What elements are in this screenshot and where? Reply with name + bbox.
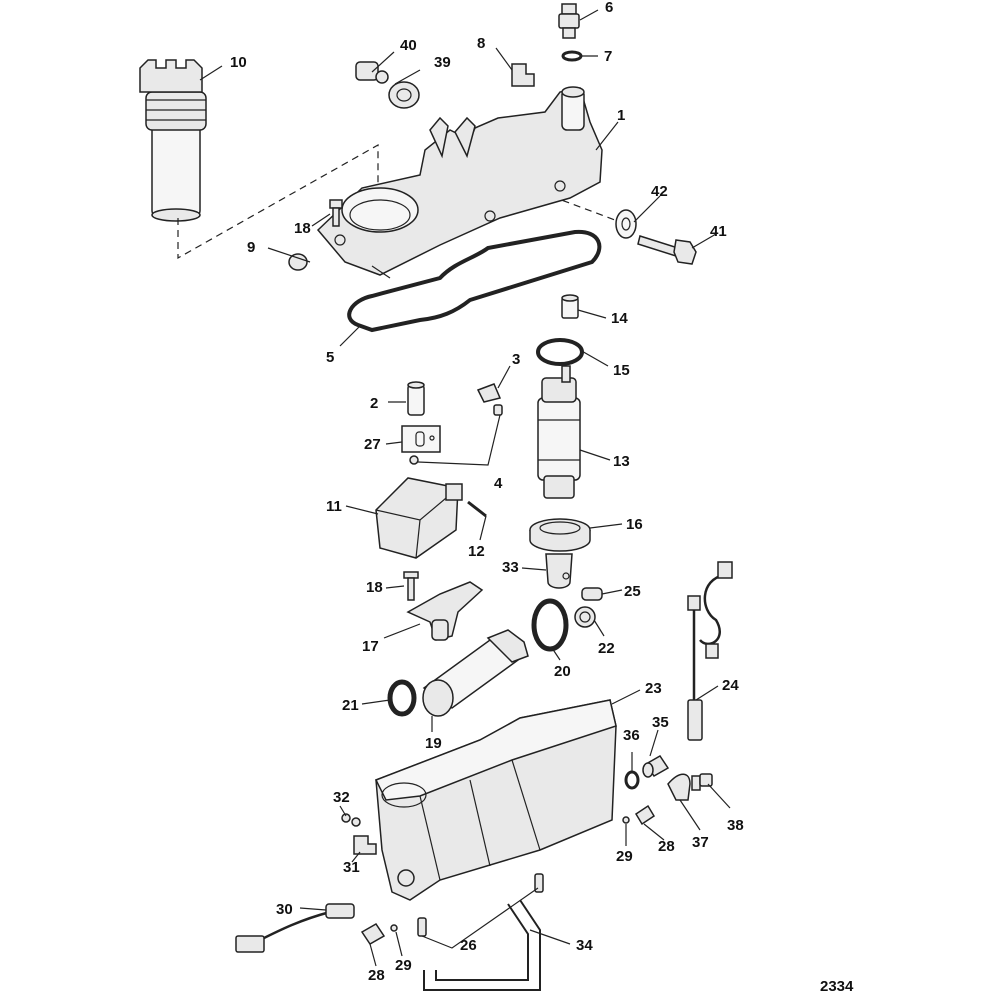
spacer-14 (561, 294, 579, 319)
callout-label: 36 (623, 727, 640, 744)
screw-18-lower (403, 571, 419, 601)
callout-label: 32 (333, 789, 350, 806)
bracket-17 (406, 581, 484, 641)
module-11 (375, 477, 463, 559)
callout-label: 29 (616, 848, 633, 865)
seal-21 (387, 679, 417, 717)
callout-label: 18 (294, 220, 311, 237)
wiring-clip-27 (401, 425, 441, 453)
callout-label: 14 (611, 310, 628, 327)
fitting-28-left (360, 923, 386, 945)
wiring-harness-24 (687, 561, 733, 741)
clip-33 (545, 553, 573, 589)
fitting-32 (341, 813, 361, 827)
callout-label: 21 (342, 697, 359, 714)
fitting-40 (355, 61, 389, 84)
fuel-module-housing (374, 699, 617, 901)
hose-34 (423, 899, 541, 991)
cap-22 (574, 606, 596, 628)
elbow-31 (353, 835, 377, 855)
figure-number: 2334 (820, 978, 854, 995)
callout-label: 8 (477, 35, 485, 52)
o-ring-7 (561, 50, 583, 62)
callout-label: 12 (468, 543, 485, 560)
callout-label: 40 (400, 37, 417, 54)
fitting-35 (642, 755, 670, 778)
callout-label: 3 (512, 351, 520, 368)
callout-label: 18 (366, 579, 383, 596)
callout-label: 1 (617, 107, 625, 124)
fitting-28-right (634, 804, 656, 826)
callout-label: 4 (494, 475, 503, 492)
fuel-module-cover (316, 86, 603, 276)
bracket-37 (667, 773, 691, 801)
o-ring-29-left (390, 924, 398, 932)
fitting-6 (558, 3, 580, 39)
callout-label: 16 (626, 516, 643, 533)
callout-label: 30 (276, 901, 293, 918)
callout-label: 39 (434, 54, 451, 71)
callout-label: 10 (230, 54, 247, 71)
callout-label: 26 (460, 937, 477, 954)
sensor-30 (235, 903, 355, 953)
o-ring-15 (536, 338, 584, 366)
callout-label: 22 (598, 640, 615, 657)
plug-25 (581, 587, 603, 601)
callout-label: 28 (368, 967, 385, 984)
callout-label: 34 (576, 937, 593, 954)
callout-label: 37 (692, 834, 709, 851)
grommet-39 (388, 81, 420, 109)
electric-fuel-pump (537, 365, 581, 499)
callout-label: 23 (645, 680, 662, 697)
callout-label: 24 (722, 677, 739, 694)
washer-42 (615, 209, 637, 239)
leader-lines (199, 9, 731, 967)
callout-label: 5 (326, 349, 334, 366)
bolt-41 (637, 235, 697, 265)
callout-label: 28 (658, 838, 675, 855)
callout-label: 11 (326, 498, 342, 515)
callout-label: 19 (425, 735, 442, 752)
callout-label: 42 (651, 183, 668, 200)
cover-gasket (347, 229, 602, 333)
callout-labels: 1 2 3 4 5 6 7 8 9 10 11 12 13 14 15 16 1… (230, 0, 744, 984)
pump-sleeve-16 (529, 518, 591, 552)
callout-label: 17 (362, 638, 379, 655)
callout-label: 20 (554, 663, 571, 680)
fitting-2 (407, 381, 425, 416)
bolt-38 (691, 773, 713, 791)
callout-label: 27 (364, 436, 381, 453)
callout-label: 6 (605, 0, 613, 16)
fitting-26a (417, 917, 427, 937)
nut-9 (288, 253, 308, 271)
o-ring-29-right (622, 816, 630, 824)
callout-label: 31 (343, 859, 360, 876)
screw-18-top (329, 199, 343, 227)
callout-label: 41 (710, 223, 727, 240)
screw-4 (409, 455, 419, 465)
o-ring-36 (624, 770, 640, 790)
callout-label: 33 (502, 559, 519, 576)
callout-label: 38 (727, 817, 744, 834)
elbow-fitting-8 (511, 63, 535, 87)
callout-label: 13 (613, 453, 630, 470)
bracket-3 (476, 383, 503, 416)
seal-20 (531, 598, 569, 652)
callout-label: 25 (624, 583, 641, 600)
callout-label: 15 (613, 362, 630, 379)
callout-label: 7 (604, 48, 612, 65)
fuel-filter-element (139, 59, 207, 222)
callout-label: 9 (247, 239, 255, 256)
pin-12 (467, 500, 487, 518)
callout-label: 35 (652, 714, 669, 731)
callout-label: 29 (395, 957, 412, 974)
fuel-pump-19 (422, 629, 529, 717)
callout-label: 2 (370, 395, 378, 412)
leader-screw-4 (417, 414, 501, 466)
fitting-26b (534, 873, 544, 893)
